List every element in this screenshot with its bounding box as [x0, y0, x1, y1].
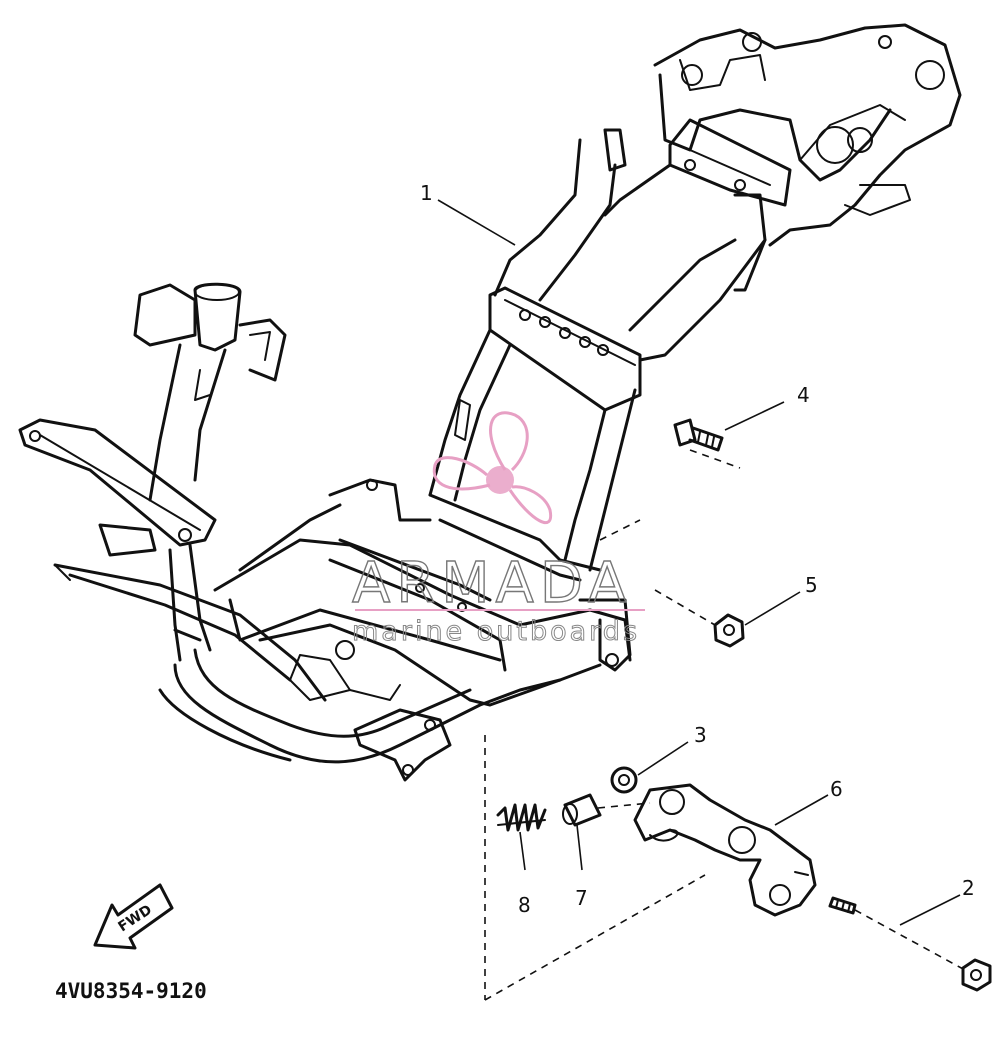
diagram-part-number: 4VU8354-9120: [55, 979, 207, 1003]
bolt-part-2: [828, 896, 992, 992]
callout-1: 1: [420, 181, 433, 205]
callout-2: 2: [962, 876, 975, 900]
nut-part-3: [610, 766, 638, 794]
front-cross-tube: [18, 418, 217, 557]
watermark-tagline: marine outboards: [352, 616, 640, 647]
watermark-brand: ARMADA: [352, 551, 632, 616]
bolt-part-4: [673, 418, 724, 452]
forward-direction-arrow: FWD: [93, 883, 174, 950]
callout-4: 4: [797, 383, 810, 407]
callout-3: 3: [694, 723, 707, 747]
scooter-frame: [53, 23, 962, 782]
callout-8: 8: [518, 893, 531, 917]
bracket-part-6: [633, 783, 817, 917]
spring-part-8: [496, 803, 547, 832]
callout-6: 6: [830, 777, 843, 801]
collar-part-7: [562, 793, 602, 827]
callout-5: 5: [805, 573, 818, 597]
nut-part-5: [713, 613, 745, 648]
callout-7: 7: [575, 886, 588, 910]
forward-direction-label: FWD: [115, 902, 154, 935]
propeller-logo-icon: [432, 411, 553, 524]
armada-watermark: ARMADA marine outboards: [351, 411, 645, 648]
leader-lines: [437, 199, 966, 1001]
steering-head: [133, 282, 287, 502]
